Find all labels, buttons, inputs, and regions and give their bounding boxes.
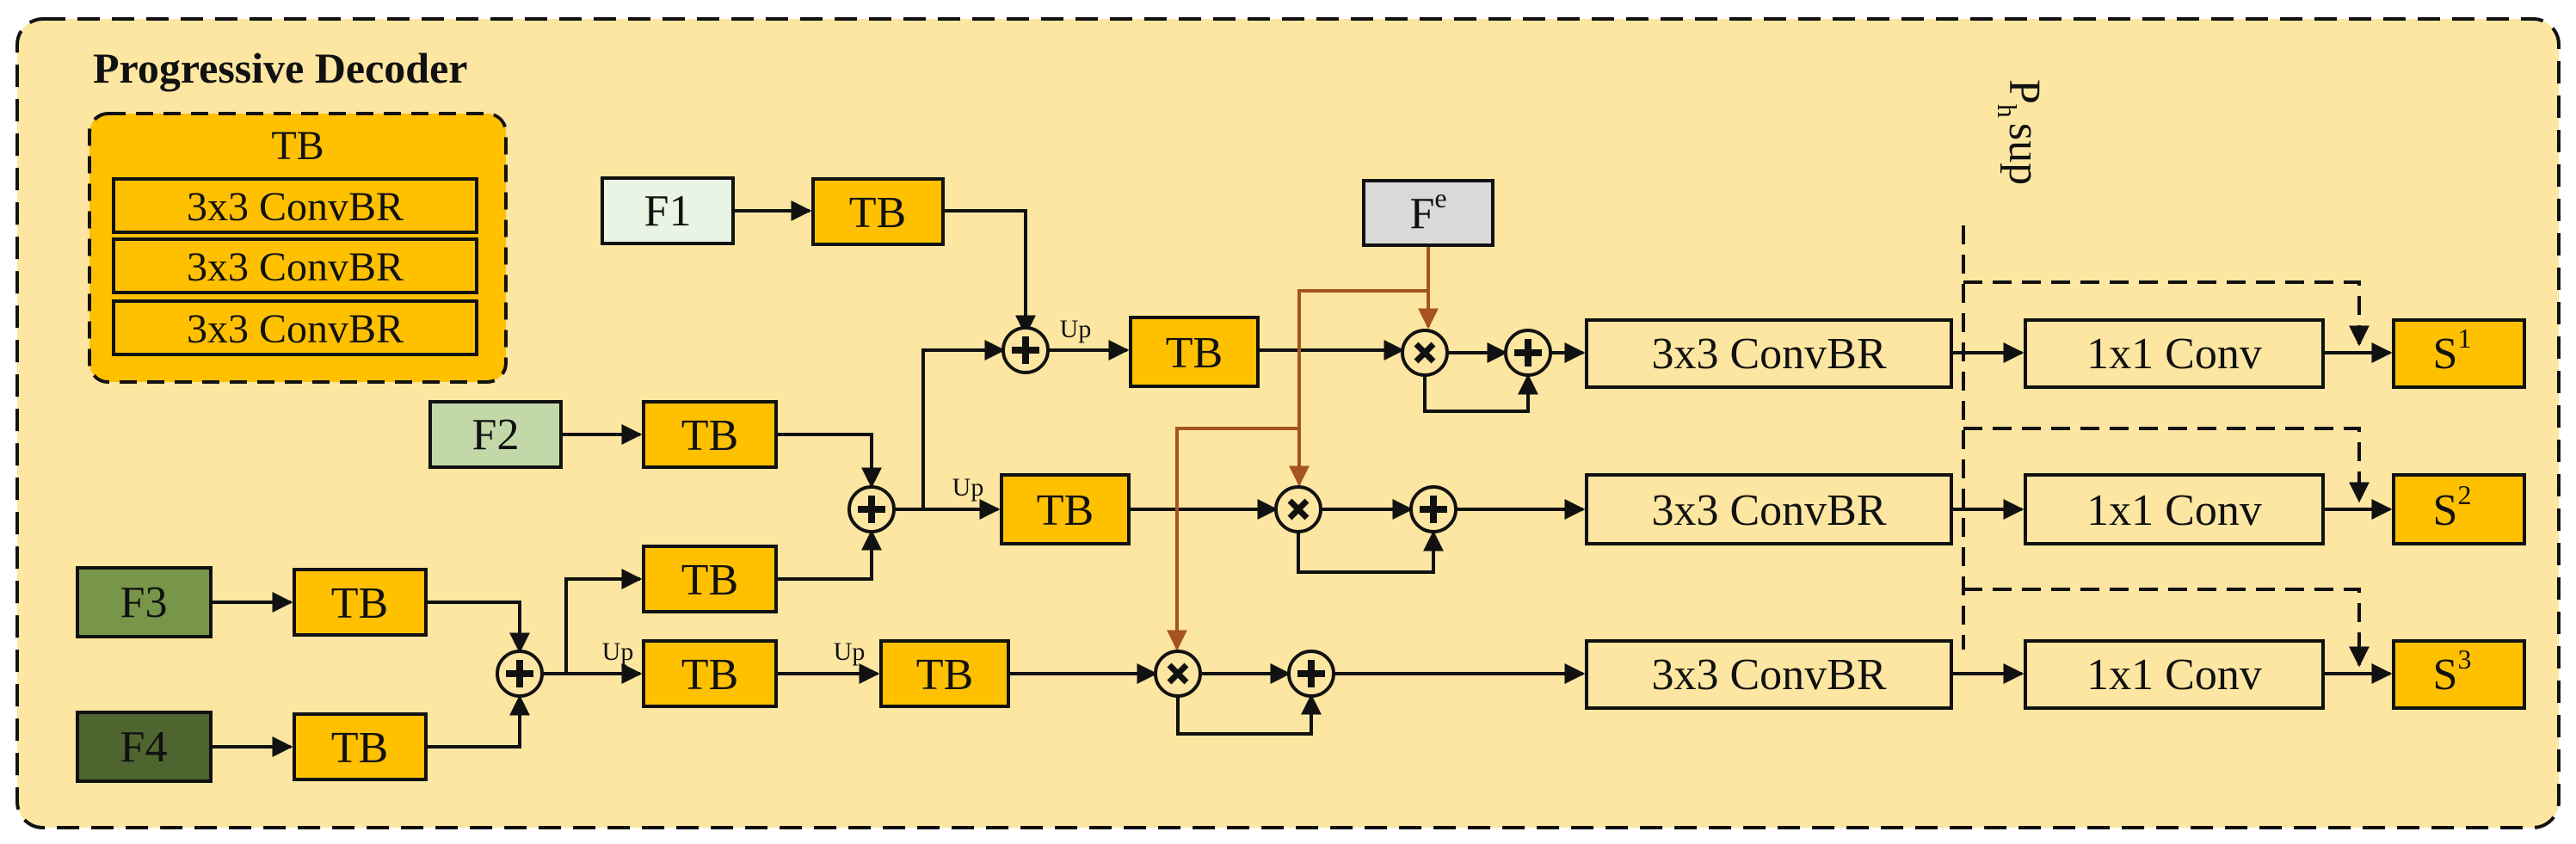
connections [211, 200, 2393, 757]
tb-legend-row-box [112, 177, 478, 234]
f1-block [601, 176, 735, 245]
tb-row2-label: TB [1037, 486, 1094, 535]
tb-f3 [293, 568, 428, 637]
s3-block [2392, 639, 2526, 710]
conv3-row2 [1585, 473, 1953, 545]
s1-label: S1 [2433, 323, 2472, 379]
tb-f1-label: TB [849, 188, 906, 237]
fe-label: Fe [1409, 182, 1446, 238]
tb-row1 [1129, 316, 1260, 388]
output-blocks [2392, 318, 2526, 710]
s2-block [2392, 473, 2526, 545]
tb-legend-title: TB [271, 123, 324, 169]
fe-connections [1167, 245, 1439, 651]
up-label-row2: Up [952, 473, 984, 502]
f3-block [76, 566, 213, 638]
up-label-mid: Up [602, 638, 634, 666]
tb-legend-row: 3x3 ConvBR [187, 184, 404, 230]
f3-label: F3 [120, 578, 168, 627]
up-label-row1: Up [1060, 315, 1092, 343]
conv3-row3 [1585, 639, 1953, 710]
up-label-row3: Up [834, 638, 866, 666]
tb-row1-label: TB [1166, 329, 1223, 378]
conv1-row3-label: 1x1 Conv [2086, 650, 2262, 699]
conv1-row1-label: 1x1 Conv [2086, 330, 2262, 379]
f4-block [76, 711, 213, 783]
tb-legend-row-box [112, 237, 478, 294]
conv3-row1 [1585, 318, 1953, 389]
conv1-row2 [2024, 473, 2325, 545]
tb-row3 [879, 639, 1010, 708]
diagram-title: Progressive Decoder [93, 44, 468, 92]
conv1-row1 [2024, 318, 2325, 389]
f2-block [428, 400, 563, 469]
conv1-blocks [2024, 318, 2325, 710]
f1-label: F1 [644, 187, 692, 236]
conv3-blocks [1585, 318, 1953, 710]
s2-label: S2 [2433, 479, 2472, 535]
tb-legend-row-box [112, 299, 478, 356]
tb-mid-upper [642, 545, 778, 613]
supervision-label: Phsup [1992, 79, 2049, 185]
tb-mid-lower [642, 639, 778, 708]
tb-mid-lower-label: TB [681, 650, 738, 699]
tb-legend: TB 3x3 ConvBR 3x3 ConvBR 3x3 ConvBR [88, 112, 508, 384]
plus-glyphs [506, 336, 1542, 687]
supervision-connections [1962, 225, 2370, 668]
tb-f4 [293, 712, 428, 781]
tb-f2-label: TB [681, 411, 738, 460]
s3-label: S3 [2433, 644, 2472, 699]
tb-f2 [642, 400, 778, 469]
tb-row2 [1000, 473, 1131, 545]
tb-row3-label: TB [916, 650, 973, 699]
conv3-row2-label: 3x3 ConvBR [1651, 486, 1886, 535]
f4-label: F4 [120, 723, 168, 772]
conv3-row1-label: 3x3 ConvBR [1651, 330, 1886, 379]
conv1-row2-label: 1x1 Conv [2086, 486, 2262, 535]
fe-block [1362, 179, 1494, 247]
tb-f3-label: TB [331, 579, 388, 628]
tb-f4-label: TB [331, 724, 388, 773]
tb-legend-row: 3x3 ConvBR [187, 244, 404, 290]
conv3-row3-label: 3x3 ConvBR [1651, 650, 1886, 699]
s1-block [2392, 318, 2526, 389]
conv1-row3 [2024, 639, 2325, 710]
tb-legend-row: 3x3 ConvBR [187, 306, 404, 352]
f2-label: F2 [472, 410, 520, 459]
tb-mid-upper-label: TB [681, 556, 738, 605]
tb-blocks [293, 177, 1260, 781]
tb-f1 [811, 177, 945, 246]
multiply-glyphs [1167, 342, 1436, 685]
